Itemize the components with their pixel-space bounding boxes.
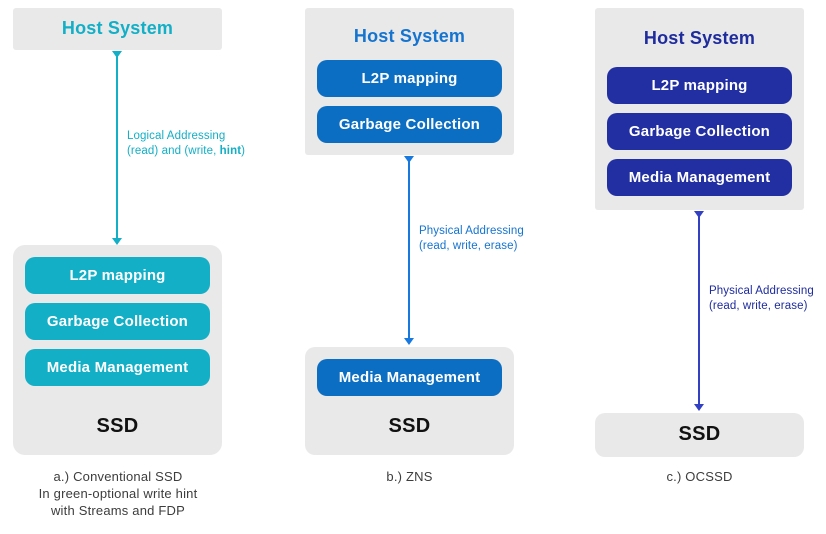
host-title: Host System [643,28,756,48]
arrow-top-head-icon [404,156,414,163]
module-garbage-collection: Garbage Collection [25,303,210,340]
module-garbage-collection: Garbage Collection [317,106,502,143]
arrow-bottom-head-icon [404,338,414,345]
ssd-container-zns: Media Management SSD [305,347,514,455]
arrow-label-physical-addressing-zns: Physical Addressing (read, write, erase) [419,225,524,252]
host-title: Host System [353,26,466,46]
arrow-bottom-head-icon [694,404,704,411]
ssd-label: SSD [96,415,139,437]
host-title: Host System [61,18,174,38]
ssd-container-conventional: L2P mapping Garbage Collection Media Man… [13,245,222,455]
host-box-ocssd: Host System L2P mapping Garbage Collecti… [595,8,804,210]
ssd-container-ocssd: SSD [595,413,804,457]
ssd-label: SSD [678,423,721,445]
arrow-bottom-head-icon [112,238,122,245]
module-media-management: Media Management [25,349,210,386]
caption-conventional: a.) Conventional SSD In green-optional w… [38,469,198,518]
module-garbage-collection: Garbage Collection [607,113,792,150]
arrow-top-head-icon [694,211,704,218]
module-l2p-mapping: L2P mapping [607,67,792,104]
arrow-label-physical-addressing-ocssd: Physical Addressing (read, write, erase) [709,285,814,312]
host-box-zns: Host System L2P mapping Garbage Collecti… [305,8,514,155]
module-l2p-mapping: L2P mapping [25,257,210,294]
arrow-top-head-icon [112,51,122,58]
module-media-management: Media Management [317,359,502,396]
host-box-conventional: Host System [13,8,222,50]
module-media-management: Media Management [607,159,792,196]
caption-ocssd: c.) OCSSD [666,469,733,484]
module-l2p-mapping: L2P mapping [317,60,502,97]
caption-zns: b.) ZNS [386,469,433,484]
ssd-label: SSD [388,415,431,437]
arrow-label-logical-addressing: Logical Addressing (read) and (write, hi… [127,130,246,157]
